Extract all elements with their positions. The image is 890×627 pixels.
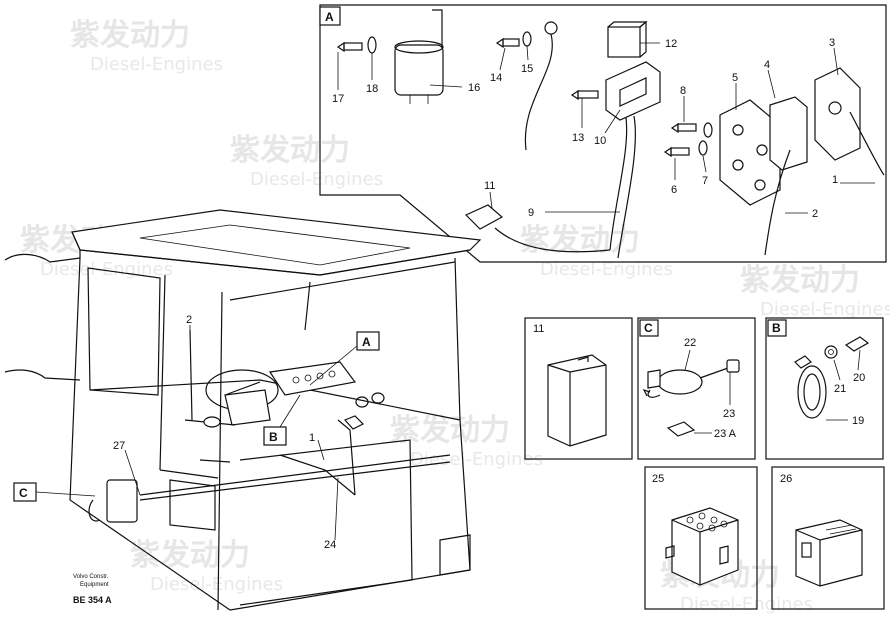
label-16: 16 <box>468 82 480 94</box>
label-4: 4 <box>764 59 770 71</box>
panel-25-tag: 25 <box>652 473 664 485</box>
panel-b-tag: B <box>772 321 781 335</box>
label-17: 17 <box>332 93 344 105</box>
detail-panel-c: C 22 23 23 A <box>637 317 756 460</box>
label-12: 12 <box>665 38 677 50</box>
label-21: 21 <box>834 383 846 395</box>
detail-panel-b: B 19 20 21 <box>765 317 884 460</box>
label-1: 1 <box>832 174 838 186</box>
label-7: 7 <box>702 175 708 187</box>
label-9: 9 <box>528 207 534 219</box>
watermark-sub: Diesel-Engines <box>90 54 223 75</box>
main-label-24: 24 <box>324 539 336 551</box>
label-3: 3 <box>829 37 835 49</box>
label-20: 20 <box>853 372 865 384</box>
panel-11-tag: 11 <box>533 323 544 335</box>
watermark-sub: Diesel-Engines <box>540 259 673 280</box>
watermark-brand: 紫发动力 <box>740 263 860 298</box>
detail-panel-11: 11 <box>524 317 633 460</box>
callout-b-tag: B <box>269 430 278 444</box>
label-5: 5 <box>732 72 738 84</box>
label-2: 2 <box>812 208 818 220</box>
label-6: 6 <box>671 184 677 196</box>
panel-26-tag: 26 <box>780 473 792 485</box>
main-label-2: 2 <box>186 314 192 326</box>
watermark-sub: Diesel-Engines <box>410 449 543 470</box>
label-14: 14 <box>490 72 502 84</box>
main-label-1: 1 <box>309 432 315 444</box>
label-23: 23 <box>723 408 735 420</box>
watermark-layer: 紫发动力 Diesel-Engines 紫发动力 Diesel-Engines … <box>20 18 890 615</box>
figure-ref: BE 354 A <box>73 595 112 605</box>
panel-c-tag: C <box>644 321 653 335</box>
watermark-sub: Diesel-Engines <box>250 169 383 190</box>
watermark-sub: Diesel-Engines <box>680 594 813 615</box>
cab-view: C A B 2 27 1 24 Volvo Constr. Equipment … <box>4 209 482 611</box>
callout-a-tag: A <box>362 335 371 349</box>
panel-a-tag: A <box>325 10 334 24</box>
label-22: 22 <box>684 337 696 349</box>
watermark-sub: Diesel-Engines <box>760 299 890 320</box>
watermark-sub: Diesel-Engines <box>150 574 283 595</box>
label-10: 10 <box>594 135 606 147</box>
label-11: 11 <box>484 180 495 192</box>
watermark-brand: 紫发动力 <box>520 223 640 258</box>
label-13: 13 <box>572 132 584 144</box>
label-19: 19 <box>852 415 864 427</box>
detail-panel-a: A <box>319 4 887 263</box>
maker-line-2: Equipment <box>80 582 109 588</box>
watermark-brand: 紫发动力 <box>230 133 350 168</box>
detail-panel-26: 26 <box>771 466 885 610</box>
label-8: 8 <box>680 85 686 97</box>
watermark-brand: 紫发动力 <box>70 18 190 53</box>
watermark-brand: 紫发动力 <box>130 538 250 573</box>
detail-panel-25: 25 <box>644 466 758 610</box>
maker-line-1: Volvo Constr. <box>73 574 109 580</box>
label-18: 18 <box>366 83 378 95</box>
label-23a: 23 A <box>714 428 737 440</box>
label-15: 15 <box>521 63 533 75</box>
callout-c-tag: C <box>19 486 28 500</box>
main-label-27: 27 <box>113 440 125 452</box>
